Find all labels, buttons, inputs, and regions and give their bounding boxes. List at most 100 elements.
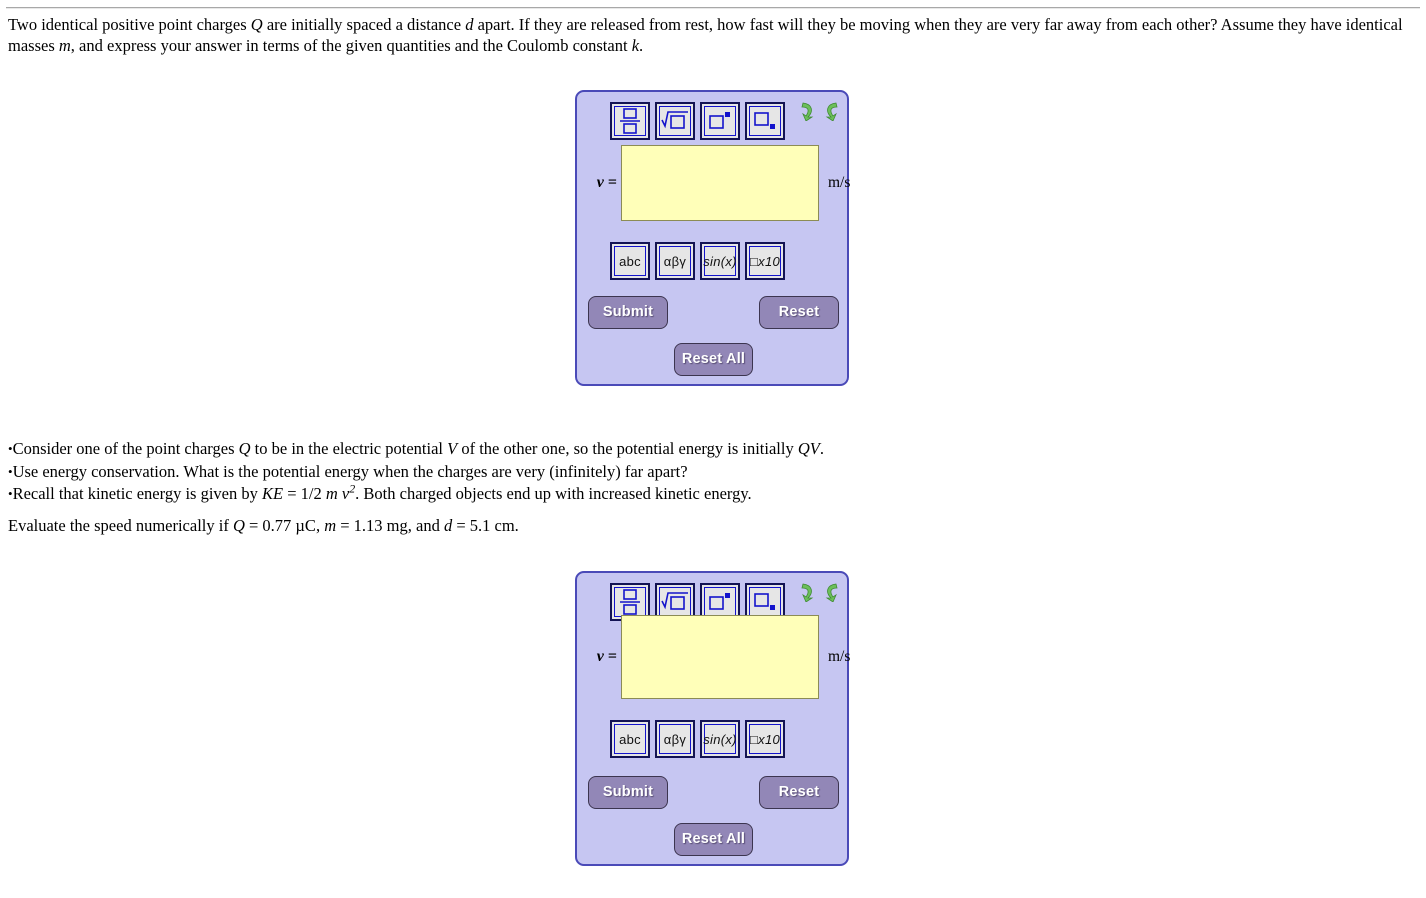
top-divider xyxy=(6,7,1420,9)
answer-input-row: v = m/s xyxy=(585,145,850,221)
math-toolbar-top xyxy=(610,102,785,140)
abc-button[interactable]: abc xyxy=(610,242,650,280)
evaluate-value-Q: = 0.77 µC, xyxy=(244,516,325,535)
bullet-icon: • xyxy=(8,441,13,456)
abc-label: abc xyxy=(619,731,641,747)
answer-input[interactable] xyxy=(621,615,819,699)
bullet-icon: • xyxy=(8,463,13,479)
greek-button[interactable]: αβγ xyxy=(655,720,695,758)
submit-button[interactable]: Submit xyxy=(588,776,668,809)
trig-label: sin(x) xyxy=(703,253,737,269)
reset-all-button[interactable]: Reset All xyxy=(674,823,753,856)
history-controls xyxy=(799,100,840,122)
superscript-button[interactable] xyxy=(700,102,740,140)
hint3-text-b: = 1/2 xyxy=(283,484,326,503)
subscript-button[interactable] xyxy=(745,583,785,621)
evaluate-symbol-Q: Q xyxy=(232,516,245,535)
bullet-icon: • xyxy=(8,486,13,501)
submit-button[interactable]: Submit xyxy=(588,296,668,329)
hint-list: •Consider one of the point charges Q to … xyxy=(8,438,1108,506)
hint3-text-d: . Both charged objects end up with incre… xyxy=(355,484,752,503)
redo-button[interactable] xyxy=(823,100,840,122)
hint3-exponent: 2 xyxy=(349,481,356,496)
undo-icon xyxy=(801,583,814,603)
undo-button[interactable] xyxy=(799,581,816,603)
symbol-charge-Q: Q xyxy=(250,15,263,34)
fraction-icon xyxy=(620,108,640,134)
problem-text-2: are initially spaced a distance xyxy=(262,15,466,34)
hint1-text-a: Consider one of the point charges xyxy=(12,439,239,458)
evaluate-symbol-m: m xyxy=(324,516,337,535)
hint3-text-a: Recall that kinetic energy is given by xyxy=(12,484,262,503)
hint2-text: Use energy conservation. What is the pot… xyxy=(12,461,688,481)
variable-label: v = xyxy=(585,174,621,192)
problem-text-5: . xyxy=(639,36,644,55)
trig-button[interactable]: sin(x) xyxy=(700,720,740,758)
trig-label: sin(x) xyxy=(703,731,737,747)
evaluate-value-m: = 1.13 mg, and xyxy=(336,516,444,535)
scientific-notation-button[interactable]: □x10 xyxy=(745,242,785,280)
square-root-button[interactable] xyxy=(655,102,695,140)
scientific-label: □x10 xyxy=(750,731,781,747)
undo-button[interactable] xyxy=(799,100,816,122)
evaluate-statement: Evaluate the speed numerically if Q = 0.… xyxy=(8,515,519,536)
equals-sign: = xyxy=(603,174,617,191)
answer-widget-symbolic: v = m/s abc αβγ sin(x) □x10 Submit Reset… xyxy=(575,90,850,386)
hint1-symbol-V: V xyxy=(447,439,458,458)
reset-button[interactable]: Reset xyxy=(759,776,839,809)
greek-label: αβγ xyxy=(663,731,687,747)
hint1-text-d: . xyxy=(819,439,824,458)
unit-label: m/s xyxy=(828,648,851,665)
problem-text-1: Two identical positive point charges xyxy=(8,15,251,34)
fraction-button[interactable] xyxy=(610,102,650,140)
answer-input[interactable] xyxy=(621,145,819,221)
hint1-symbol-Q: Q xyxy=(238,439,251,458)
answer-input-row: v = m/s xyxy=(585,615,850,699)
greek-label: αβγ xyxy=(663,253,687,269)
redo-button[interactable] xyxy=(823,581,840,603)
answer-widget-numeric: v = m/s abc αβγ sin(x) □x10 Submit Reset… xyxy=(575,571,850,866)
superscript-icon xyxy=(709,112,730,129)
hint-item-2: •Use energy conservation. What is the po… xyxy=(8,461,1108,484)
subscript-icon xyxy=(754,112,775,129)
scientific-notation-button[interactable]: □x10 xyxy=(745,720,785,758)
math-toolbar-bottom: abc αβγ sin(x) □x10 xyxy=(610,242,785,280)
trig-button[interactable]: sin(x) xyxy=(700,242,740,280)
symbol-coulomb-k: k xyxy=(631,36,640,55)
variable-symbol: v xyxy=(596,174,604,191)
hint3-symbol-KE: KE xyxy=(261,484,284,503)
redo-icon xyxy=(825,102,838,122)
math-toolbar-bottom: abc αβγ sin(x) □x10 xyxy=(610,720,785,758)
abc-button[interactable]: abc xyxy=(610,720,650,758)
variable-symbol: v xyxy=(596,648,604,665)
history-controls xyxy=(799,581,840,603)
abc-label: abc xyxy=(619,253,641,269)
hint1-symbol-QV: QV xyxy=(797,439,820,458)
hint1-text-b: to be in the electric potential xyxy=(250,439,448,458)
evaluate-value-d: = 5.1 cm. xyxy=(452,516,519,535)
redo-icon xyxy=(825,583,838,603)
hint-item-1: •Consider one of the point charges Q to … xyxy=(8,438,1108,461)
subscript-button[interactable] xyxy=(745,102,785,140)
symbol-mass-m: m xyxy=(58,36,71,55)
hint-item-3: •Recall that kinetic energy is given by … xyxy=(8,483,1108,506)
hint1-text-c: of the other one, so the potential energ… xyxy=(457,439,798,458)
scientific-label: □x10 xyxy=(750,253,781,269)
greek-button[interactable]: αβγ xyxy=(655,242,695,280)
evaluate-text: Evaluate the speed numerically if xyxy=(8,516,233,535)
square-root-icon xyxy=(661,111,688,129)
equals-sign: = xyxy=(603,648,617,665)
variable-label: v = xyxy=(585,648,621,666)
problem-statement: Two identical positive point charges Q a… xyxy=(8,14,1420,56)
fraction-button[interactable] xyxy=(610,583,650,621)
superscript-icon xyxy=(709,593,730,610)
unit-label: m/s xyxy=(828,174,851,191)
reset-button[interactable]: Reset xyxy=(759,296,839,329)
hint3-symbol-v: v xyxy=(341,484,350,503)
square-root-icon xyxy=(661,592,688,610)
evaluate-symbol-d: d xyxy=(443,516,453,535)
hint3-symbol-m: m xyxy=(325,484,338,503)
undo-icon xyxy=(801,102,814,122)
subscript-icon xyxy=(754,593,775,610)
reset-all-button[interactable]: Reset All xyxy=(674,343,753,376)
